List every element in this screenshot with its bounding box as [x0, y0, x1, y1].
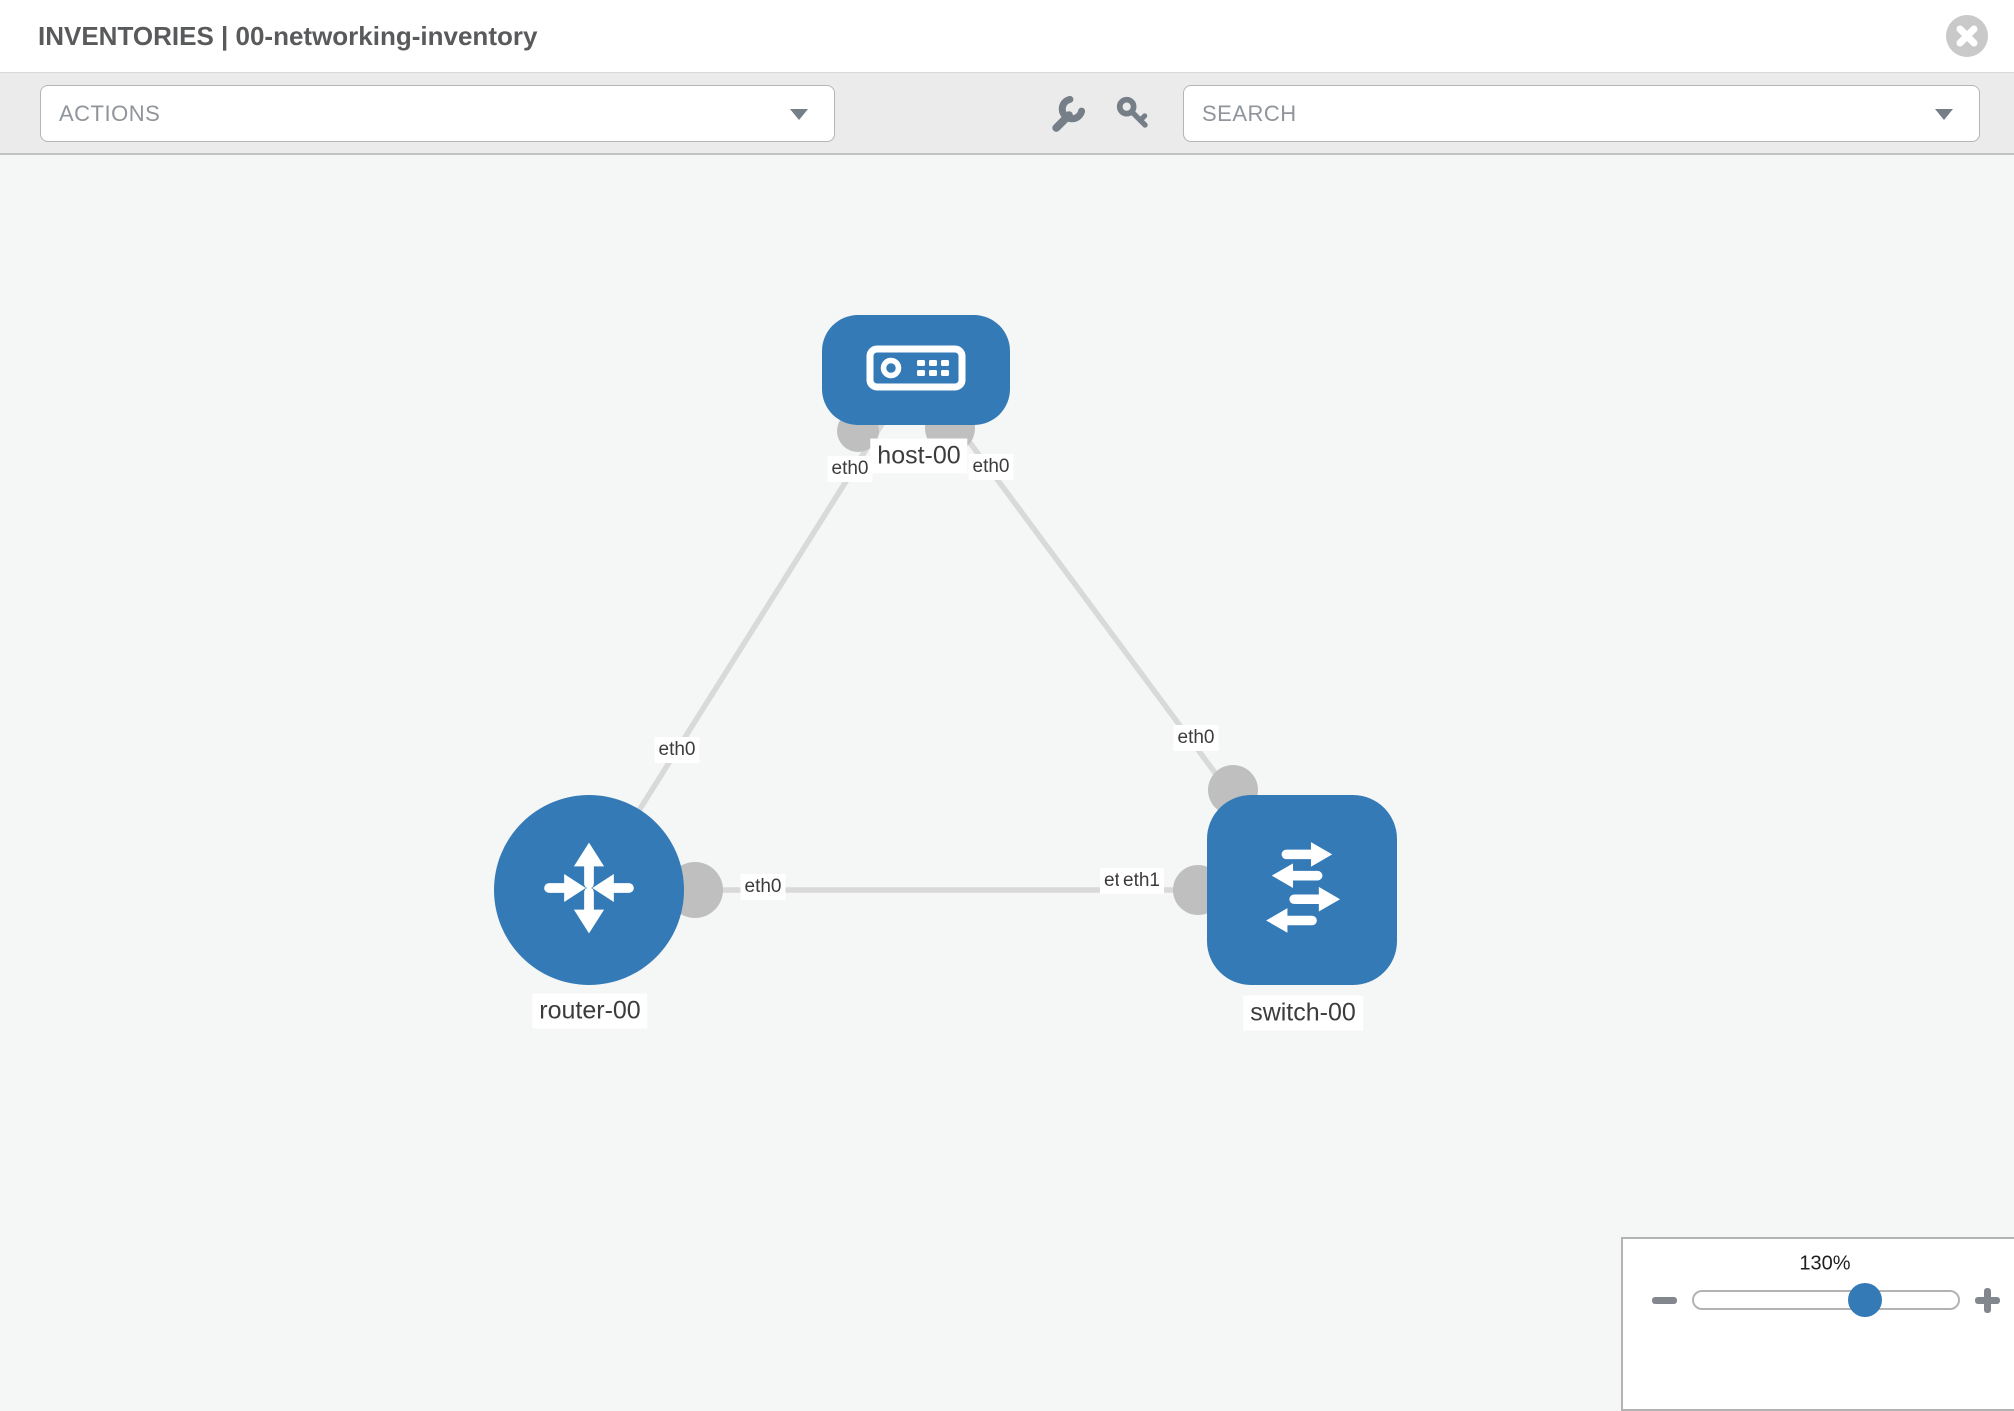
- zoom-slider-track[interactable]: [1692, 1290, 1960, 1310]
- interface-label-eth0: eth0: [968, 454, 1014, 480]
- toolbar: ACTIONS SEARCH: [0, 73, 2014, 155]
- node-label-host-00: host-00: [870, 438, 968, 474]
- host-icon: [866, 345, 966, 396]
- credentials-button[interactable]: [1114, 94, 1152, 132]
- wrench-icon: [1049, 95, 1087, 136]
- zoom-in-button[interactable]: [1975, 1288, 2000, 1313]
- header: INVENTORIES | 00-networking-inventory: [0, 0, 2014, 73]
- node-host-00[interactable]: [822, 315, 1010, 425]
- close-button[interactable]: [1946, 15, 1988, 57]
- chevron-down-icon: [1935, 109, 1953, 120]
- zoom-control-panel: 130%: [1621, 1237, 2014, 1411]
- interface-label-eth0: eth0: [740, 874, 786, 900]
- key-icon: [1114, 96, 1152, 136]
- links-layer: [586, 368, 1305, 918]
- page-title: INVENTORIES | 00-networking-inventory: [38, 21, 538, 51]
- interface-label-eth0: eth0: [827, 456, 873, 482]
- search-dropdown[interactable]: SEARCH: [1183, 85, 1980, 142]
- interface-label-eth0: eth0: [1173, 725, 1219, 751]
- node-label-switch-00: switch-00: [1243, 995, 1363, 1031]
- switch-icon: [1246, 832, 1358, 949]
- interface-label-eth0: eth0: [654, 737, 700, 763]
- topology-canvas[interactable]: host-00 router-00 switch-00 eth0 eth0 et…: [0, 155, 2014, 1411]
- node-switch-00[interactable]: [1207, 795, 1397, 985]
- actions-dropdown-label: ACTIONS: [59, 101, 161, 126]
- node-router-00[interactable]: [494, 795, 684, 985]
- chevron-down-icon: [790, 109, 808, 120]
- tools-button[interactable]: [1049, 94, 1087, 132]
- actions-dropdown[interactable]: ACTIONS: [40, 85, 835, 142]
- node-label-router-00: router-00: [532, 993, 648, 1029]
- search-dropdown-label: SEARCH: [1202, 101, 1297, 126]
- zoom-level-value: 130%: [1799, 1252, 1851, 1275]
- zoom-slider-thumb[interactable]: [1848, 1283, 1882, 1317]
- interface-label-eth1: eth1: [1119, 868, 1164, 894]
- zoom-out-button[interactable]: [1652, 1297, 1677, 1304]
- interface-endpoints: [667, 403, 1258, 918]
- router-icon: [535, 834, 643, 947]
